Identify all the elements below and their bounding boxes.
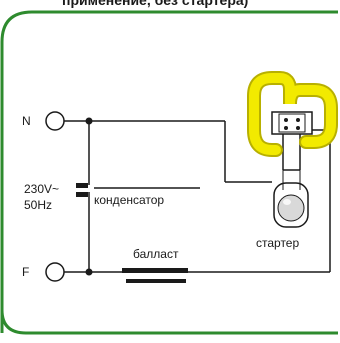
ballast-core xyxy=(122,268,188,273)
terminal-n-label: N xyxy=(22,114,31,128)
supply-frequency-label: 50Hz xyxy=(24,198,52,212)
terminal-n xyxy=(45,111,65,131)
lamp-pin xyxy=(296,118,300,122)
capacitor-label: конденсатор xyxy=(94,193,164,207)
terminal-f xyxy=(45,262,65,282)
frame-border-bottom xyxy=(0,309,338,335)
terminal-f-label: F xyxy=(22,265,29,279)
ballast-winding xyxy=(126,279,186,283)
capacitor xyxy=(76,183,88,197)
starter-bulb xyxy=(277,194,305,222)
ballast-label: балласт xyxy=(133,247,179,261)
starter-highlight xyxy=(283,199,291,205)
lamp-socket xyxy=(278,113,306,133)
capacitor-plate-bottom xyxy=(76,192,88,197)
wiring xyxy=(64,120,331,273)
capacitor-plate-top xyxy=(76,183,88,188)
lamp-pin xyxy=(284,118,288,122)
lamp-pin xyxy=(296,126,300,130)
junction-dot xyxy=(85,268,93,276)
frame-border xyxy=(0,10,338,333)
junction-dot xyxy=(85,117,93,125)
fluorescent-lamp xyxy=(247,71,338,157)
ballast xyxy=(122,268,188,283)
lamp-tube xyxy=(249,73,336,155)
starter xyxy=(273,170,309,228)
starter-label: стартер xyxy=(256,236,299,250)
supply-voltage-label: 230V~ xyxy=(24,182,59,196)
diagram-heading: применение, без стартера) xyxy=(62,0,248,8)
lamp-pin xyxy=(284,126,288,130)
